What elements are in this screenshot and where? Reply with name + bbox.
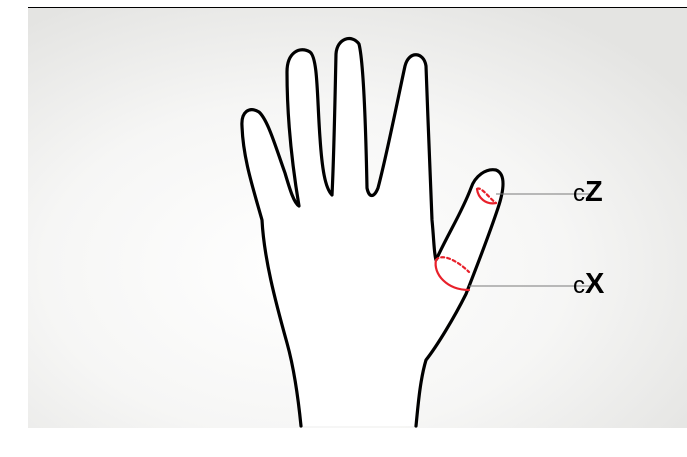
thumb-tip-callout-label: cZ xyxy=(573,178,603,207)
thumb-tip-callout-letter: Z xyxy=(585,176,603,208)
thumb-base-callout-prefix: c xyxy=(573,272,585,299)
thumb-base-callout-letter: X xyxy=(585,268,604,300)
thumb-tip-callout-prefix: c xyxy=(573,180,585,207)
diagram-canvas xyxy=(28,8,687,428)
hand-measurement-diagram xyxy=(28,8,687,428)
thumb-base-callout-label: cX xyxy=(573,270,604,299)
